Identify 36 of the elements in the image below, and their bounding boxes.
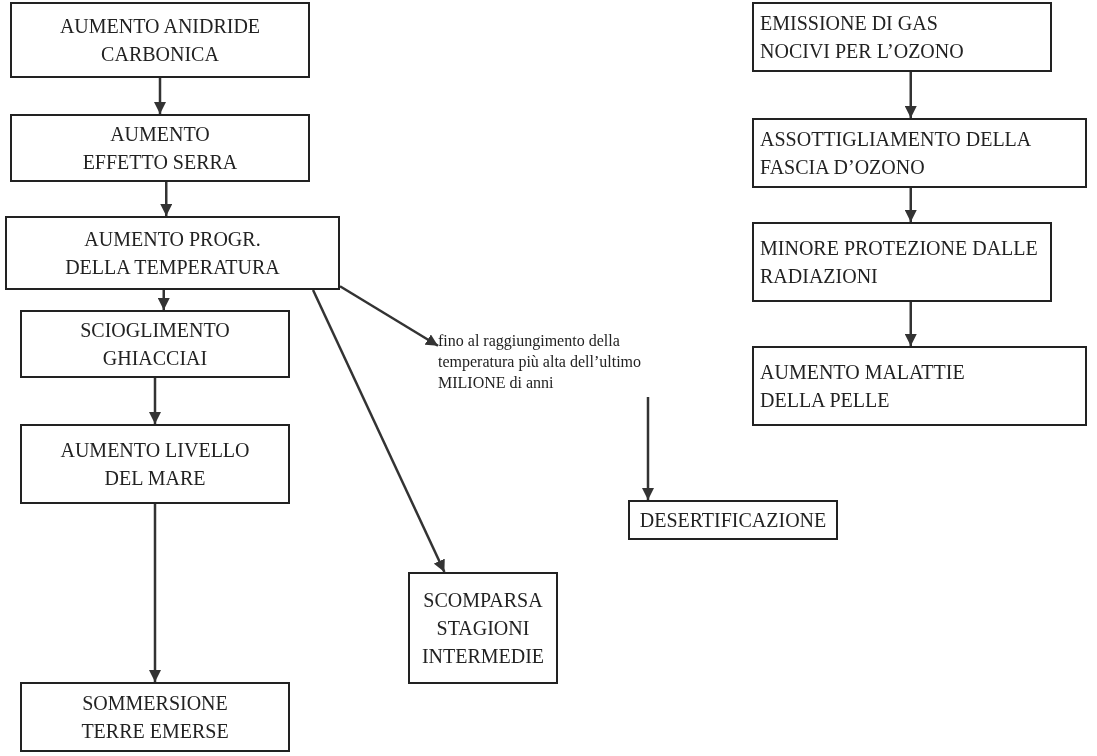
process-box: [628, 500, 838, 540]
box-label: SOMMERSIONE TERRE EMERSE: [80, 691, 230, 744]
box-label: ASSOTTIGLIAMENTO DELLA FASCIA D’OZONO: [760, 127, 1032, 180]
arrow: [904, 72, 917, 118]
arrow: [311, 289, 446, 573]
arrow: [160, 182, 173, 216]
process-box: [752, 346, 1087, 426]
box-label: AUMENTO PROGR. DELLA TEMPERATURA: [64, 227, 281, 280]
box-label: AUMENTO EFFETTO SERRA: [81, 122, 239, 175]
arrow: [149, 378, 161, 424]
arrow: [904, 302, 917, 346]
process-box: [20, 310, 290, 378]
process-box: [752, 118, 1087, 188]
process-box: [752, 222, 1052, 302]
box-label: SCIOGLIMENTO GHIACCIAI: [79, 318, 231, 371]
box-label: AUMENTO LIVELLO DEL MARE: [59, 438, 251, 491]
arrow: [642, 397, 654, 500]
process-box: [10, 114, 310, 182]
process-box: [752, 2, 1052, 72]
process-box: [20, 424, 290, 504]
process-box: [5, 216, 340, 290]
process-box: [408, 572, 558, 684]
note-text: fino al raggiungimento della temperatura più alta dell’ultimo MILIONE di anni: [438, 332, 642, 391]
box-label: EMISSIONE DI GAS NOCIVI PER L’OZONO: [760, 11, 965, 64]
process-box: [10, 2, 310, 78]
arrow: [904, 188, 917, 222]
arrow: [339, 285, 439, 347]
box-label: DESERTIFICAZIONE: [639, 508, 827, 533]
box-label: MINORE PROTEZIONE DALLE RADIAZIONI: [760, 236, 1039, 289]
box-label: AUMENTO ANIDRIDE CARBONICA: [58, 14, 262, 67]
box-label: AUMENTO MALATTIE DELLA PELLE: [760, 360, 966, 413]
arrow: [154, 78, 166, 114]
process-box: [20, 682, 290, 752]
arrow: [149, 504, 161, 682]
box-label: SCOMPARSA STAGIONI INTERMEDIE: [420, 588, 546, 669]
arrow: [157, 290, 170, 310]
